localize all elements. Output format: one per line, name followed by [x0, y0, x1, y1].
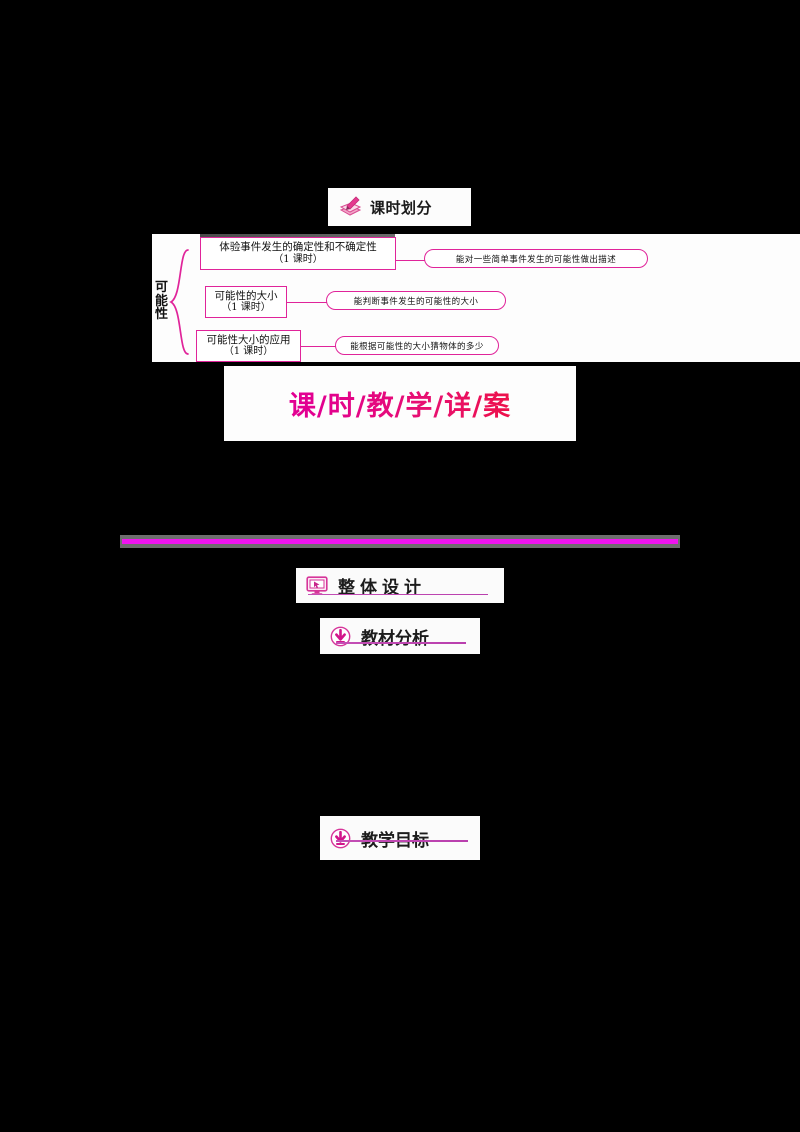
section-heading-teaching-goals: 教学目标: [320, 816, 480, 860]
download-circle-icon: [330, 626, 351, 647]
tree-node-box: 体验事件发生的确定性和不确定性 （1 课时）: [200, 237, 396, 270]
tree-node-box: 可能性大小的应用 （1 课时）: [196, 330, 301, 362]
download-circle-icon: [330, 828, 351, 849]
outcome-pill: 能判断事件发生的可能性的大小: [326, 291, 506, 310]
diagram-root-label: 可能性: [154, 280, 168, 323]
section-heading-overall-design: 整体设计: [296, 568, 504, 603]
section-title: 教学目标: [361, 830, 429, 851]
curly-brace-icon: [169, 249, 189, 355]
section-heading-textbook-analysis: 教材分析: [320, 618, 480, 654]
section-title: 整体设计: [338, 578, 426, 598]
connector-line: [287, 302, 327, 304]
node-line-2: （1 课时）: [223, 346, 274, 358]
outcome-pill: 能对一些简单事件发生的可能性做出描述: [424, 249, 648, 268]
outcome-pill: 能根据可能性的大小猜物体的多少: [335, 336, 499, 355]
lesson-division-header: 课时划分: [328, 188, 471, 226]
node-line-2: （1 课时）: [273, 253, 323, 265]
document-title: 课/时/教/学/详/案: [224, 366, 576, 441]
node-line-1: 可能性大小的应用: [206, 333, 291, 346]
section-underline: [308, 593, 488, 595]
lesson-division-label: 课时划分: [370, 198, 433, 217]
node-line-1: 可能性的大小: [214, 289, 278, 302]
section-title: 教材分析: [361, 628, 429, 649]
connector-line: [301, 346, 336, 348]
book-pen-icon: [338, 196, 364, 218]
section-underline: [336, 642, 466, 644]
connector-line: [396, 260, 425, 262]
node-line-2: （1 课时）: [221, 302, 271, 314]
section-separator-bar: [120, 535, 680, 548]
monitor-icon: [306, 575, 328, 596]
section-underline: [336, 840, 468, 842]
document-title-band: 课/时/教/学/详/案: [224, 366, 576, 441]
node-line-1: 体验事件发生的确定性和不确定性: [219, 241, 377, 254]
tree-node-box: 可能性的大小 （1 课时）: [205, 286, 287, 318]
